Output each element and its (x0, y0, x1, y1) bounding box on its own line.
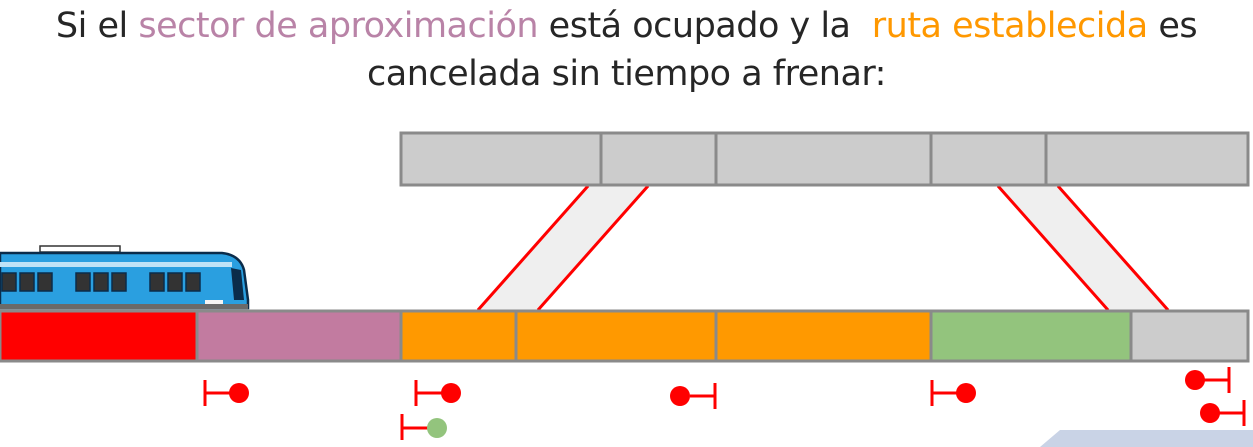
route-section (514, 309, 718, 363)
diagram-title: Si el sector de aproximación está ocupad… (0, 2, 1253, 98)
upper-track (399, 131, 1250, 187)
signal-4 (930, 380, 976, 406)
crossover-right (996, 185, 1170, 311)
route-section (714, 309, 933, 363)
signal-5-lower (1200, 400, 1246, 426)
signal-2 (414, 380, 461, 406)
title-line-2: cancelada sin tiempo a frenar: (367, 54, 886, 94)
corner-decoration (1040, 430, 1253, 447)
approach-section (195, 309, 403, 363)
clear-section (929, 309, 1133, 363)
signal-5-upper (1185, 367, 1231, 393)
upper-section (714, 131, 933, 187)
signal-3 (670, 383, 717, 409)
main-track (0, 309, 1250, 363)
train-icon (0, 245, 250, 310)
occupied-section (0, 309, 199, 363)
signal-2-lower (400, 414, 447, 440)
upper-section (399, 131, 603, 187)
signal-1 (203, 380, 249, 406)
upper-section (1044, 131, 1250, 187)
upper-section (929, 131, 1048, 187)
route-section (399, 309, 518, 363)
established-route-label: ruta establecida (871, 6, 1148, 46)
end-section (1129, 309, 1250, 363)
upper-section (599, 131, 718, 187)
approach-sector-label: sector de aproximación (138, 6, 539, 46)
title-line-1: Si el sector de aproximación está ocupad… (55, 6, 1198, 46)
crossover-left (476, 185, 650, 311)
